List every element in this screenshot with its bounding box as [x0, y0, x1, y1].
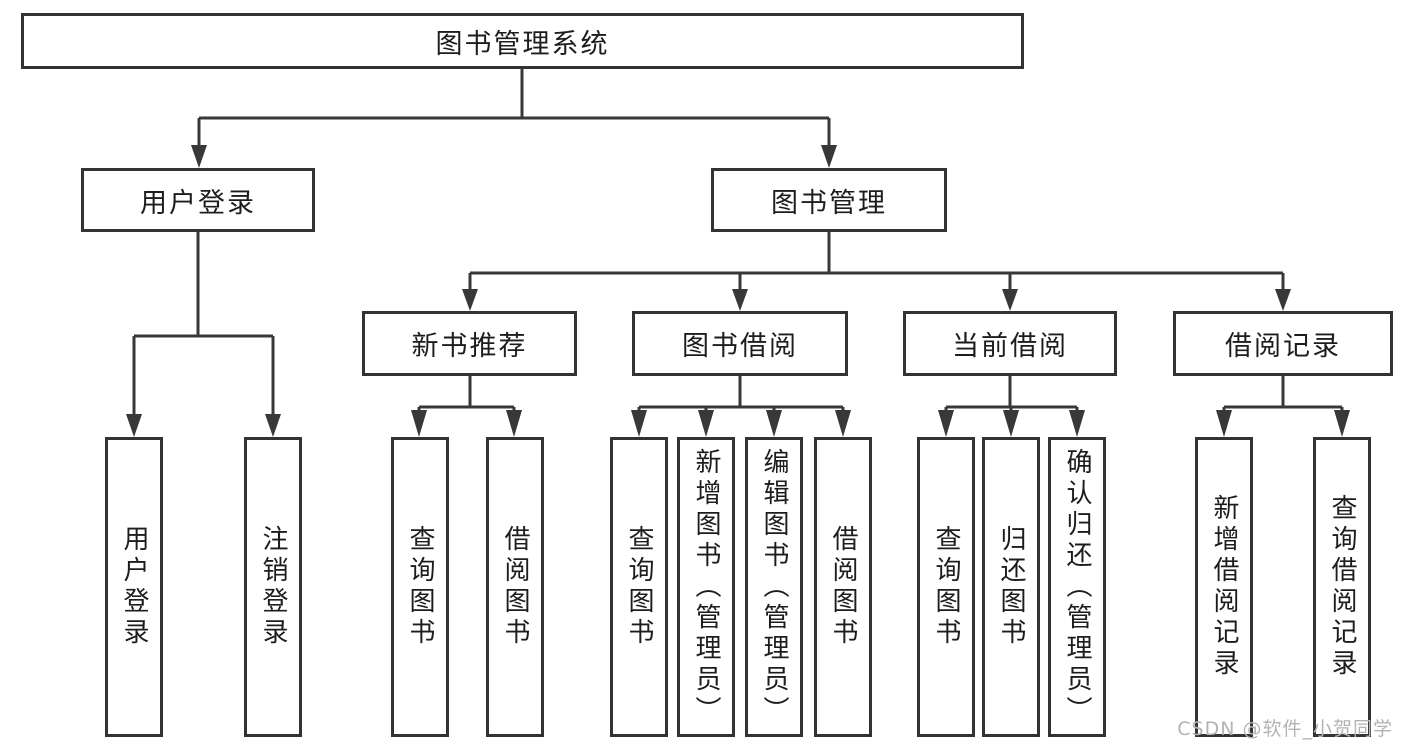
connector-userlogin-to-leaves — [132, 232, 275, 418]
leaf-query-books-current: 查询图书 — [917, 437, 975, 737]
csdn-watermark: CSDN @软件_小贺同学 — [1177, 718, 1393, 740]
node-borrowing-records: 借阅记录 — [1173, 311, 1393, 376]
connector-bookborrow-to-leaves — [637, 376, 845, 418]
node-user-login-label: 用户登录 — [140, 187, 256, 219]
node-new-book-recommend: 新书推荐 — [362, 311, 577, 376]
arrowheads-userlogin-leaves — [126, 414, 281, 437]
node-current-borrowing: 当前借阅 — [903, 311, 1117, 376]
leaf-add-borrow-record: 新增借阅记录 — [1195, 437, 1253, 737]
leaf-query-books-current-label: 查询图书 — [931, 525, 961, 649]
node-book-management: 图书管理 — [711, 168, 947, 232]
leaf-borrow-books-borrowing: 借阅图书 — [814, 437, 872, 737]
leaf-logout-label: 注销登录 — [258, 525, 288, 649]
leaf-edit-book-admin-label: 编辑图书（管理员） — [759, 447, 789, 727]
leaf-query-books-borrowing: 查询图书 — [610, 437, 668, 737]
connector-root-to-level2 — [197, 69, 831, 150]
leaf-query-books-borrowing-label: 查询图书 — [624, 525, 654, 649]
arrowheads-newbookrec-leaves — [411, 410, 522, 437]
leaf-add-borrow-record-label: 新增借阅记录 — [1209, 494, 1239, 680]
leaf-confirm-return-admin-label: 确认归还（管理员） — [1062, 447, 1092, 727]
connector-borrowrecord-to-leaves — [1222, 376, 1344, 418]
leaf-logout: 注销登录 — [244, 437, 302, 737]
leaf-return-book-label: 归还图书 — [996, 525, 1026, 649]
leaf-confirm-return-admin: 确认归还（管理员） — [1048, 437, 1106, 737]
leaf-borrow-books-recommend: 借阅图书 — [486, 437, 544, 737]
node-user-login: 用户登录 — [81, 168, 315, 232]
leaf-user-login: 用户登录 — [105, 437, 163, 737]
connector-bookmgmt-to-level3 — [468, 232, 1285, 293]
node-book-borrowing: 图书借阅 — [632, 311, 848, 376]
node-borrowing-records-label: 借阅记录 — [1225, 331, 1341, 362]
node-book-management-label: 图书管理 — [771, 187, 887, 219]
leaf-query-books-recommend: 查询图书 — [391, 437, 449, 737]
node-book-borrowing-label: 图书借阅 — [682, 331, 798, 362]
leaf-return-book: 归还图书 — [982, 437, 1040, 737]
node-root-system: 图书管理系统 — [21, 13, 1024, 69]
arrowheads-bookborrow-leaves — [631, 410, 851, 437]
leaf-query-books-recommend-label: 查询图书 — [405, 525, 435, 649]
node-new-book-recommend-label: 新书推荐 — [411, 331, 528, 362]
leaf-edit-book-admin: 编辑图书（管理员） — [745, 437, 803, 737]
connector-newbookrec-to-leaves — [417, 376, 516, 418]
arrowheads-level3 — [462, 289, 1291, 311]
leaf-add-book-admin-label: 新增图书（管理员） — [691, 447, 721, 727]
arrowheads-level2 — [191, 145, 837, 168]
leaf-borrow-books-borrowing-label: 借阅图书 — [828, 525, 858, 649]
arrowheads-borrowrecord-leaves — [1216, 410, 1350, 437]
leaf-borrow-books-recommend-label: 借阅图书 — [500, 525, 530, 649]
leaf-add-book-admin: 新增图书（管理员） — [677, 437, 735, 737]
leaf-query-borrow-record-label: 查询借阅记录 — [1327, 494, 1357, 680]
node-root-label: 图书管理系统 — [435, 28, 610, 60]
node-current-borrowing-label: 当前借阅 — [952, 331, 1068, 362]
leaf-user-login-label: 用户登录 — [119, 525, 149, 649]
leaf-query-borrow-record: 查询借阅记录 — [1313, 437, 1371, 737]
arrowheads-currentborrow-leaves — [938, 410, 1085, 437]
